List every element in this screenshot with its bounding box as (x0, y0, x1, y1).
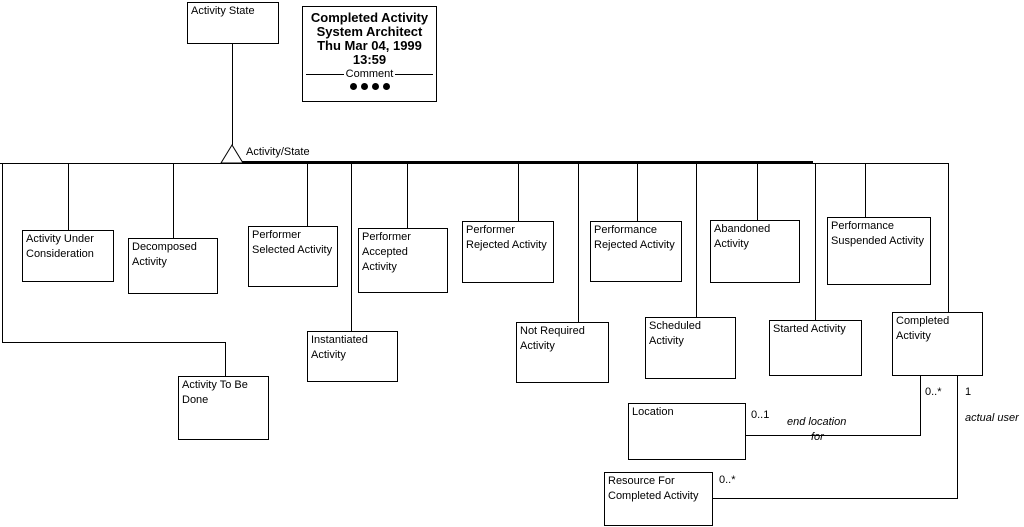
drop-started (815, 163, 816, 320)
branch-label: Activity/State (246, 146, 310, 158)
drop-abandoned (757, 163, 758, 220)
node-label: Started Activity (773, 323, 846, 335)
mult-actual-user-completed-side: 1 (965, 386, 972, 398)
subtype-triangle-icon[interactable] (220, 144, 246, 164)
role-end-location-line1: end location (787, 416, 847, 428)
node-resource-for-completed-activity[interactable]: Resource For Completed Activity (604, 472, 713, 526)
node-label: Decomposed Activity (132, 241, 197, 268)
assoc-actual-user-v (957, 376, 958, 499)
node-abandoned-activity[interactable]: Abandoned Activity (710, 220, 800, 283)
comment-title: Completed Activity (310, 10, 429, 25)
node-label: Performer Selected Activity (252, 229, 333, 256)
node-decomposed-activity[interactable]: Decomposed Activity (128, 238, 218, 294)
assoc-actual-user-h (713, 498, 958, 499)
node-location[interactable]: Location (628, 403, 746, 460)
comment-dots-icon (303, 83, 436, 90)
node-label: Location (632, 406, 674, 418)
node-performance-suspended-activity[interactable]: Performance Suspended Activity (827, 217, 931, 285)
mult-actual-user-resource-side: 0..* (719, 474, 736, 486)
node-label: Resource For Completed Activity (608, 475, 699, 502)
role-end-location-line2: for (811, 431, 824, 443)
node-label: Activity Under Consideration (26, 233, 94, 260)
node-label: Performer Accepted Activity (362, 231, 411, 273)
node-label: Performance Suspended Activity (831, 220, 924, 247)
drop-completed (948, 163, 949, 312)
role-actual-user: actual user (965, 412, 1019, 424)
comment-time: 13:59 (352, 52, 387, 67)
node-label: Completed Activity (896, 315, 950, 342)
mult-end-location-completed-side: 0..* (925, 386, 942, 398)
assoc-end-location-h (746, 435, 921, 436)
comment-date: Thu Mar 04, 1999 (317, 38, 422, 53)
drop-instantiated-activity (351, 163, 352, 331)
drop-decomposed-activity (173, 163, 174, 238)
comment-divider-label: Comment (345, 68, 394, 80)
node-instantiated-activity[interactable]: Instantiated Activity (307, 331, 398, 382)
node-label: Abandoned Activity (714, 223, 771, 250)
drop-performance-suspended (865, 163, 866, 217)
node-activity-under-consideration[interactable]: Activity Under Consideration (22, 230, 114, 282)
node-label: Performer Rejected Activity (466, 224, 547, 251)
comment-dot (382, 83, 390, 90)
node-label: Performance Rejected Activity (594, 224, 675, 251)
divider-rule-left (306, 73, 344, 75)
drop-performer-selected (307, 163, 308, 226)
node-activity-state[interactable]: Activity State (187, 2, 279, 44)
node-not-required-activity[interactable]: Not Required Activity (516, 322, 609, 383)
connector-activity-state-stem (232, 44, 233, 145)
drop-activity-under-consideration (68, 163, 69, 230)
drop-scheduled (696, 163, 697, 317)
comment-dot (360, 83, 368, 90)
elbow-to-be-done-h (2, 342, 226, 343)
diagram-comment-box[interactable]: Completed Activity System Architect Thu … (302, 6, 437, 102)
node-label: Not Required Activity (520, 325, 585, 352)
node-label: Instantiated Activity (311, 334, 368, 361)
comment-dot (371, 83, 379, 90)
node-started-activity[interactable]: Started Activity (769, 320, 862, 376)
node-performance-rejected-activity[interactable]: Performance Rejected Activity (590, 221, 682, 282)
node-performer-rejected-activity[interactable]: Performer Rejected Activity (462, 221, 554, 283)
elbow-to-be-done-v2 (225, 342, 226, 376)
node-performer-accepted-activity[interactable]: Performer Accepted Activity (358, 228, 448, 293)
drop-performer-accepted (407, 163, 408, 228)
elbow-to-be-done-v1 (2, 163, 3, 342)
node-label: Scheduled Activity (649, 320, 701, 347)
connector-main-horizontal-bold (234, 161, 813, 164)
comment-dot (349, 83, 357, 90)
divider-rule-right (395, 73, 433, 75)
assoc-end-location-v (920, 376, 921, 436)
comment-tool: System Architect (316, 24, 423, 39)
node-activity-to-be-done[interactable]: Activity To Be Done (178, 376, 269, 440)
drop-performer-rejected (518, 163, 519, 221)
mult-end-location-location-side: 0..1 (751, 409, 770, 421)
comment-divider: Comment (304, 68, 435, 80)
node-completed-activity[interactable]: Completed Activity (892, 312, 983, 376)
drop-performance-rejected (637, 163, 638, 221)
node-scheduled-activity[interactable]: Scheduled Activity (645, 317, 736, 379)
node-performer-selected-activity[interactable]: Performer Selected Activity (248, 226, 338, 287)
node-label: Activity State (191, 5, 255, 17)
drop-not-required (578, 163, 579, 322)
node-label: Activity To Be Done (182, 379, 248, 406)
